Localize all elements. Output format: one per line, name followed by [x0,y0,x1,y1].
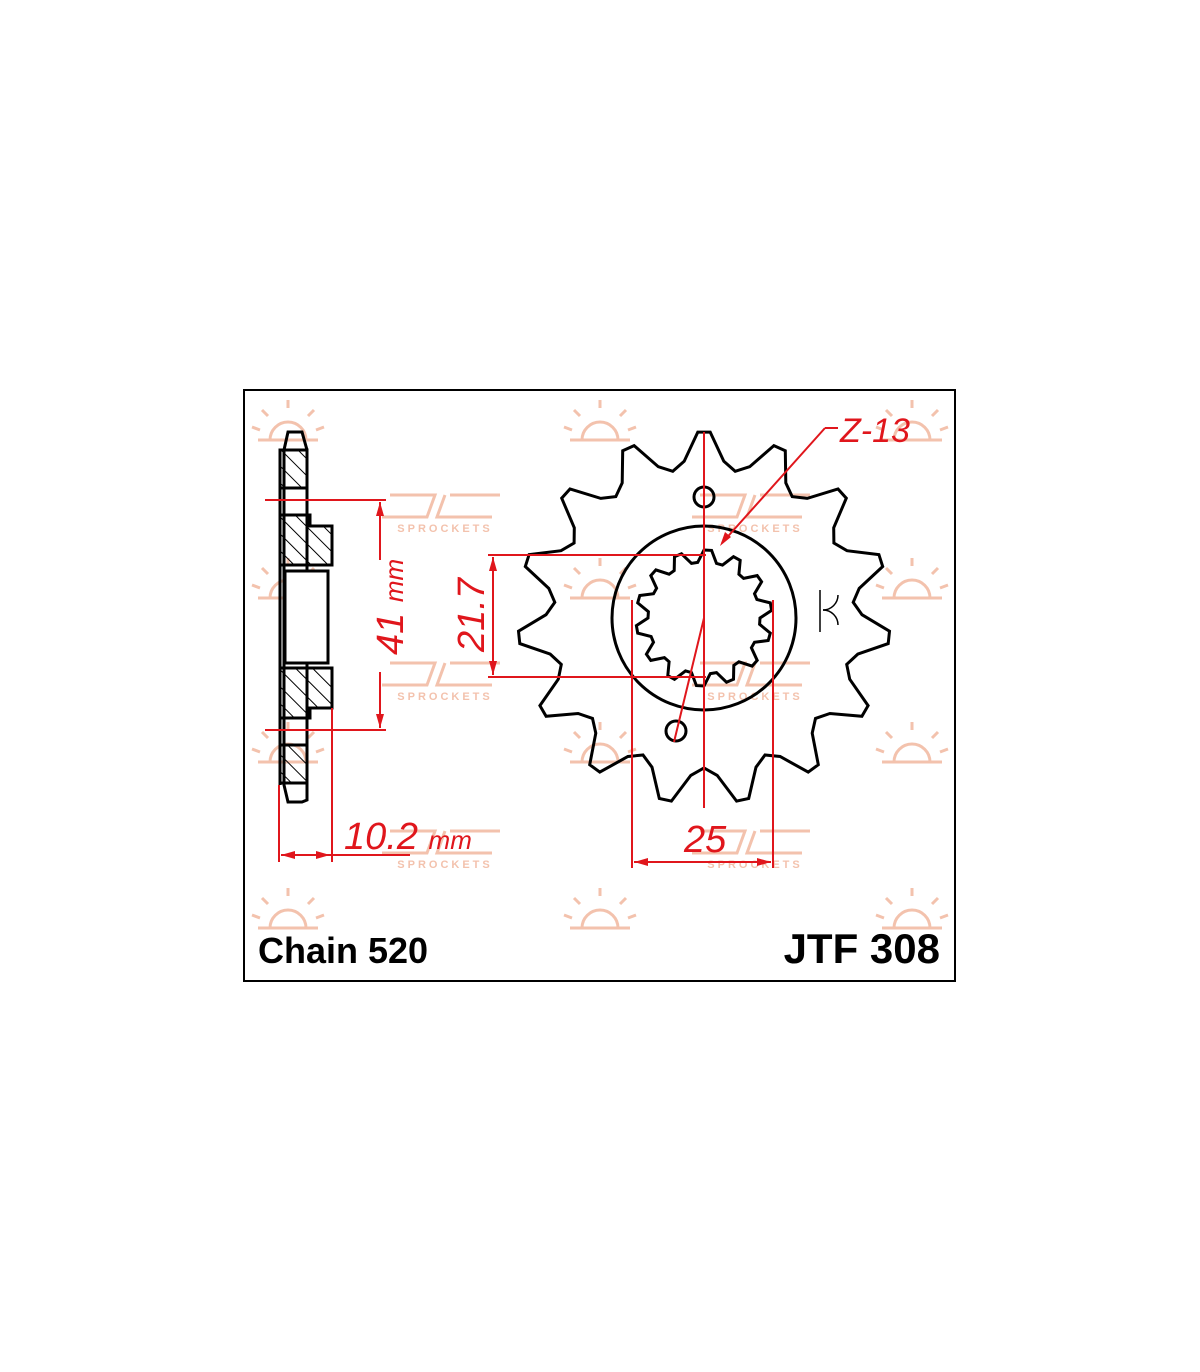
watermark-sun-icon [875,722,949,764]
part-number: JTF 308 [784,925,940,972]
dim-41-unit: mm [379,559,409,602]
teeth-count-label: Z-13 [839,412,910,450]
dim-21-7-value: 21.7 [451,576,493,653]
watermark-sun-icon [563,888,637,930]
dimension-41mm: 41 mm [265,499,412,731]
watermark-logo-text: SPROCKETS [397,859,492,871]
watermark-logo-text: SPROCKETS [397,691,492,703]
watermark-sun-icon [251,400,325,442]
watermark-sun-icon [251,888,325,930]
dimension-25: 25 [631,432,774,868]
watermark-jt-logo [692,829,810,855]
watermark-sun-icon [875,888,949,930]
teeth-leader: Z-13 [720,412,910,546]
watermark-sun-icon [875,400,949,442]
svg-text:10.2 mm: 10.2 mm [344,816,472,858]
watermark-jt-logo [382,493,500,519]
watermark-logo-text: SPROCKETS [397,523,492,535]
watermark-jt-logo [382,829,500,855]
dimension-21-7: 21.7 [451,554,706,678]
watermark-sun-icon [563,722,637,764]
watermark-sun-icon [563,400,637,442]
watermark-sun-icon [875,558,949,600]
watermark-logo-text: SPROCKETS [707,523,802,535]
dim-25-value: 25 [683,819,727,861]
svg-text:41 mm: 41 mm [370,559,412,655]
bolt-hole-bottom [664,719,688,743]
chain-label: Chain 520 [258,930,428,971]
dimension-10-2mm: 10.2 mm [278,708,472,862]
watermark-jt-logo [692,493,810,519]
side-view [278,430,334,804]
dim-10-2-unit: mm [429,825,472,855]
dim-41-value: 41 [370,613,412,655]
dim-10-2-value: 10.2 [344,816,418,858]
sprocket-outline [516,430,892,803]
jt-logo-mark [819,590,839,632]
watermark-sun-icon [563,558,637,600]
